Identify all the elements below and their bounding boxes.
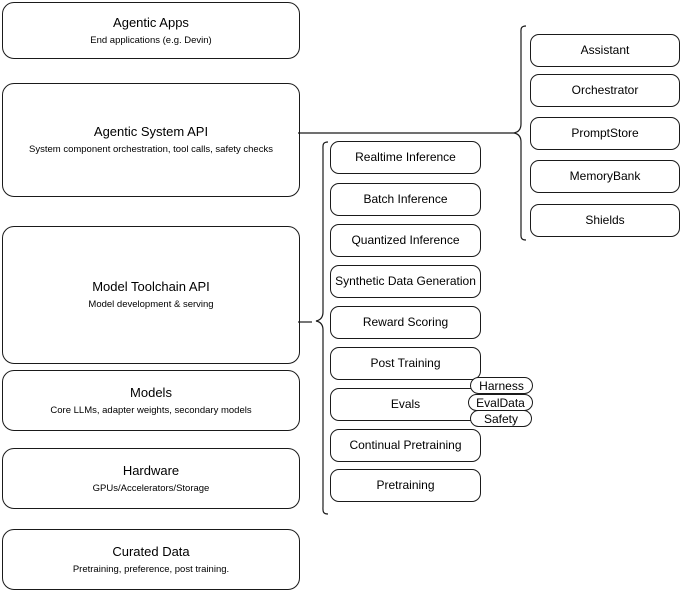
layer-title: Hardware <box>122 462 180 478</box>
layer-subtitle: End applications (e.g. Devin) <box>90 34 212 46</box>
pill-label: Safety <box>483 411 519 426</box>
chip-label: Batch Inference <box>363 192 448 206</box>
chip-label: Shields <box>585 213 625 227</box>
chip-label: MemoryBank <box>569 169 641 183</box>
chip-quantized-inference[interactable]: Quantized Inference <box>330 224 481 257</box>
chip-promptstore[interactable]: PromptStore <box>530 117 680 150</box>
connector-model-toolchain-api <box>298 321 312 323</box>
chip-label: Quantized Inference <box>351 233 460 247</box>
chip-label: PromptStore <box>571 126 639 140</box>
layer-models[interactable]: Models Core LLMs, adapter weights, secon… <box>2 370 300 431</box>
chip-label: Orchestrator <box>571 83 639 97</box>
layer-title: Model Toolchain API <box>92 279 210 294</box>
chip-label: Pretraining <box>376 478 435 492</box>
layer-model-toolchain-api[interactable]: Model Toolchain API Model development & … <box>2 226 300 364</box>
layer-title: Curated Data <box>112 543 190 559</box>
chip-continual-pretraining[interactable]: Continual Pretraining <box>330 429 481 462</box>
layer-agentic-system-api[interactable]: Agentic System API System component orch… <box>2 83 300 197</box>
chip-synthetic-data-generation[interactable]: Synthetic Data Generation <box>330 265 481 298</box>
layer-subtitle: System component orchestration, tool cal… <box>29 144 273 155</box>
layer-subtitle: Core LLMs, adapter weights, secondary mo… <box>50 404 252 416</box>
chip-label: Post Training <box>370 356 441 370</box>
layer-title: Agentic System API <box>93 124 209 139</box>
pill-label: EvalData <box>476 395 525 410</box>
layer-curated-data[interactable]: Curated Data Pretraining, preference, po… <box>2 529 300 590</box>
chip-assistant[interactable]: Assistant <box>530 34 680 67</box>
layer-hardware[interactable]: Hardware GPUs/Accelerators/Storage <box>2 448 300 509</box>
layer-subtitle: GPUs/Accelerators/Storage <box>92 482 210 494</box>
chip-pretraining[interactable]: Pretraining <box>330 469 481 502</box>
chip-label: Assistant <box>580 43 630 57</box>
layer-title: Models <box>130 384 172 400</box>
chip-label: Synthetic Data Generation <box>335 274 476 288</box>
chip-label: Reward Scoring <box>362 315 449 329</box>
pill-evaldata[interactable]: EvalData <box>468 394 533 411</box>
chip-orchestrator[interactable]: Orchestrator <box>530 74 680 107</box>
chip-label: Evals <box>390 397 421 411</box>
chip-evals[interactable]: Evals <box>330 388 481 421</box>
layer-subtitle: Pretraining, preference, post training. <box>72 563 230 575</box>
chip-realtime-inference[interactable]: Realtime Inference <box>330 141 481 174</box>
pill-safety[interactable]: Safety <box>470 410 532 427</box>
pill-harness[interactable]: Harness <box>470 377 533 394</box>
layer-agentic-apps[interactable]: Agentic Apps End applications (e.g. Devi… <box>2 2 300 59</box>
pill-label: Harness <box>479 378 524 393</box>
chip-label: Continual Pretraining <box>349 438 462 452</box>
layer-subtitle: Model development & serving <box>88 299 214 310</box>
chip-reward-scoring[interactable]: Reward Scoring <box>330 306 481 339</box>
chip-post-training[interactable]: Post Training <box>330 347 481 380</box>
layer-title: Agentic Apps <box>113 14 189 30</box>
chip-batch-inference[interactable]: Batch Inference <box>330 183 481 216</box>
chip-label: Realtime Inference <box>355 150 456 164</box>
chip-shields[interactable]: Shields <box>530 204 680 237</box>
chip-memorybank[interactable]: MemoryBank <box>530 160 680 193</box>
